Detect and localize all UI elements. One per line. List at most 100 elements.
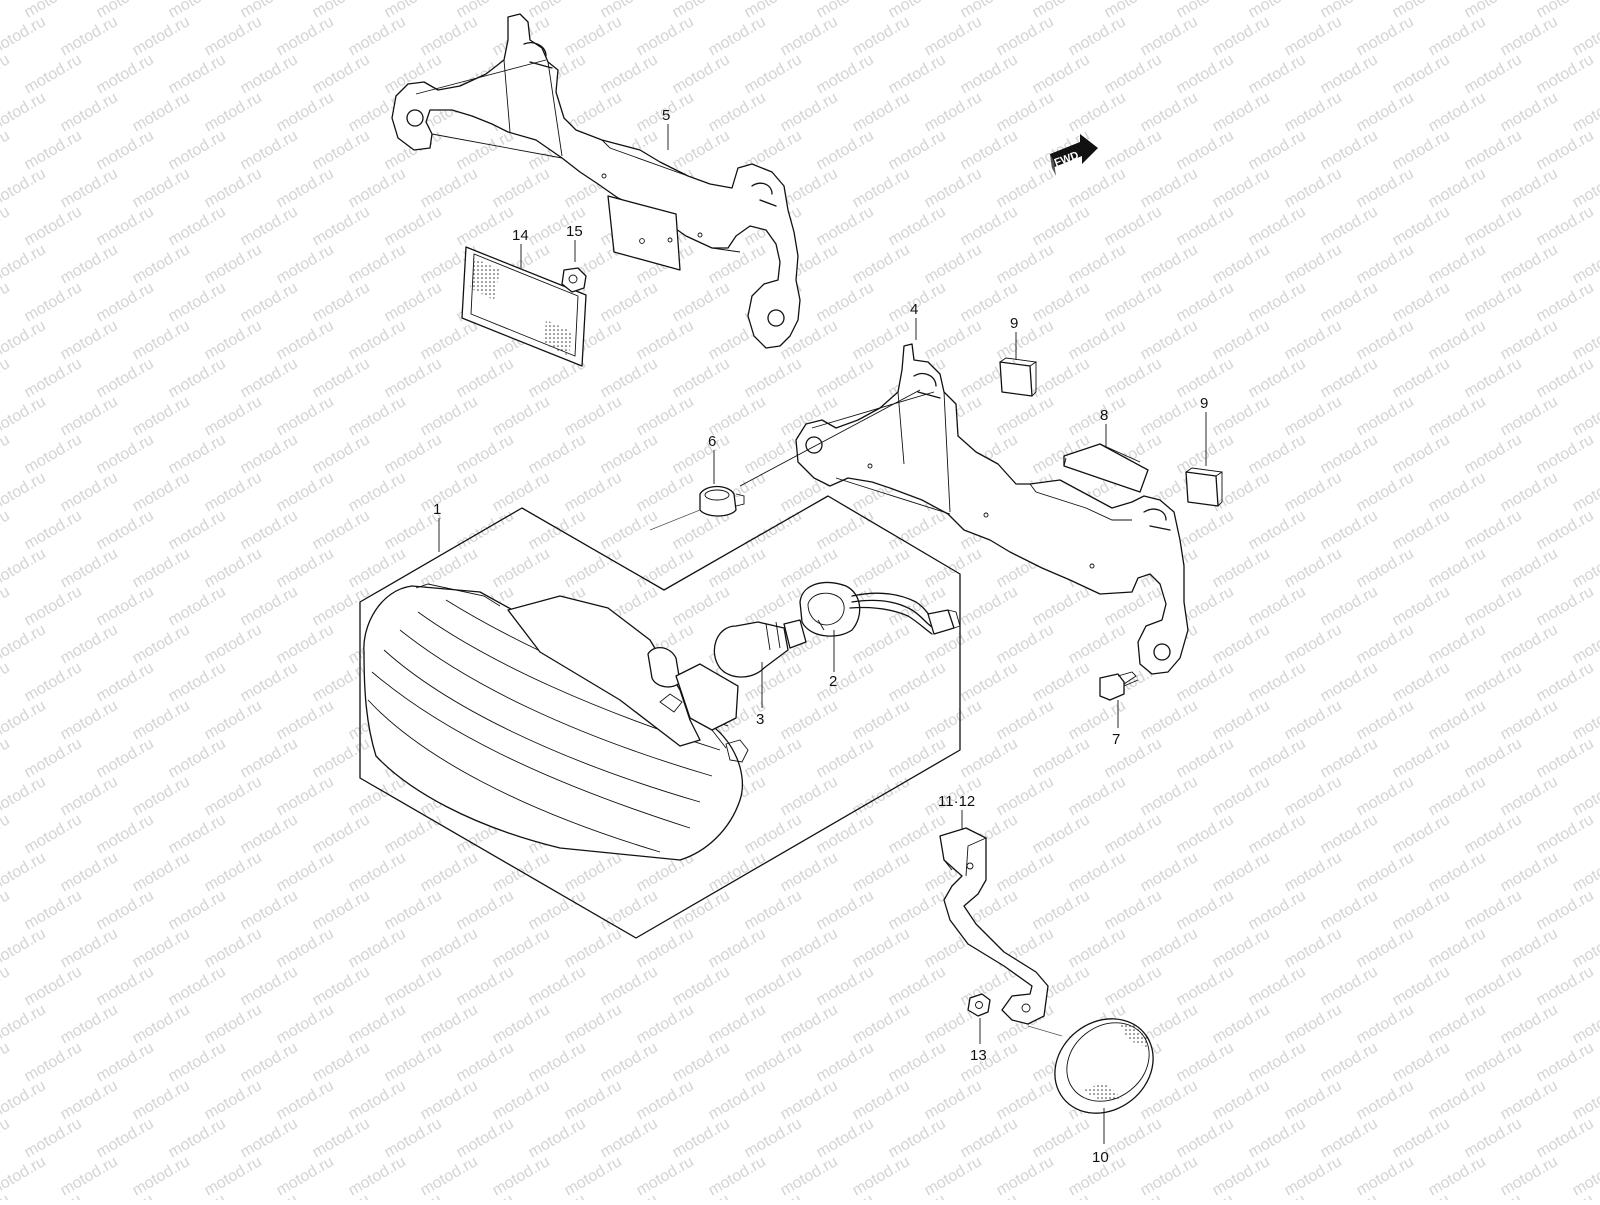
watermark-text: motod.ru [0, 1077, 49, 1123]
watermark-text: motod.ru [1246, 127, 1309, 173]
watermark-text: motod.ru [0, 0, 13, 21]
watermark-text: motod.ru [778, 1153, 841, 1199]
watermark-text: motod.ru [886, 51, 949, 97]
watermark-text: motod.ru [562, 1077, 625, 1123]
watermark-text: motod.ru [94, 1191, 157, 1200]
watermark-text: motod.ru [598, 1039, 661, 1085]
cushion-part-9-upper[interactable] [1000, 358, 1036, 396]
watermark-text: motod.ru [202, 469, 265, 515]
watermark-text: motod.ru [1282, 621, 1345, 667]
watermark-text: motod.ru [1498, 13, 1561, 59]
watermark-text: motod.ru [1174, 51, 1237, 97]
watermark-text: motod.ru [94, 583, 157, 629]
watermark-text: motod.ru [22, 659, 85, 705]
watermark-text: motod.ru [94, 811, 157, 857]
watermark-text: motod.ru [634, 925, 697, 971]
watermark-text: motod.ru [814, 887, 877, 933]
callout-9-upper: 9 [1010, 315, 1018, 332]
watermark-text: motod.ru [886, 1115, 949, 1161]
watermark-text: motod.ru [1534, 887, 1597, 933]
watermark-text: motod.ru [1030, 1115, 1093, 1161]
watermark-text: motod.ru [1246, 431, 1309, 477]
watermark-text: motod.ru [418, 849, 481, 895]
watermark-text: motod.ru [58, 13, 121, 59]
watermark-text: motod.ru [94, 431, 157, 477]
watermark-text: motod.ru [1462, 127, 1525, 173]
watermark-text: motod.ru [1246, 811, 1309, 857]
watermark-text: motod.ru [238, 431, 301, 477]
watermark-text: motod.ru [1282, 241, 1345, 287]
watermark-text: motod.ru [670, 355, 733, 401]
watermark-text: motod.ru [1210, 1077, 1273, 1123]
watermark-text: motod.ru [58, 621, 121, 667]
watermark-text: motod.ru [1498, 165, 1561, 211]
watermark-text: motod.ru [1102, 203, 1165, 249]
watermark-text: motod.ru [490, 545, 553, 591]
watermark-text: motod.ru [382, 1039, 445, 1085]
cushion-part-9-lower[interactable] [1186, 468, 1222, 506]
watermark-text: motod.ru [0, 165, 49, 211]
watermark-text: motod.ru [814, 279, 877, 325]
watermark-text: motod.ru [850, 241, 913, 287]
watermark-text: motod.ru [778, 1077, 841, 1123]
watermark-text: motod.ru [130, 697, 193, 743]
watermark-text: motod.ru [166, 355, 229, 401]
watermark-text: motod.ru [706, 1001, 769, 1047]
watermark-text: motod.ru [166, 963, 229, 1009]
watermark-text: motod.ru [562, 925, 625, 971]
watermark-text: motod.ru [1462, 659, 1525, 705]
nut-part-13[interactable] [968, 994, 990, 1016]
watermark-text: motod.ru [454, 355, 517, 401]
watermark-text: motod.ru [58, 773, 121, 819]
watermark-text: motod.ru [1318, 1039, 1381, 1085]
watermark-text: motod.ru [814, 659, 877, 705]
watermark-text: motod.ru [202, 773, 265, 819]
watermark-text: motod.ru [1498, 545, 1561, 591]
callout-10: 10 [1092, 1149, 1109, 1166]
watermark-text: motod.ru [1390, 51, 1453, 97]
watermark-text: motod.ru [1354, 925, 1417, 971]
watermark-text: motod.ru [166, 735, 229, 781]
watermark-text: motod.ru [1246, 963, 1309, 1009]
watermark-text: motod.ru [130, 1001, 193, 1047]
watermark-text: motod.ru [1498, 621, 1561, 667]
watermark-text: motod.ru [994, 1153, 1057, 1199]
watermark-text: motod.ru [1426, 773, 1489, 819]
watermark-text: motod.ru [1534, 963, 1597, 1009]
watermark-text: motod.ru [130, 925, 193, 971]
watermark-text: motod.ru [346, 1077, 409, 1123]
watermark-text: motod.ru [1318, 279, 1381, 325]
watermark-text: motod.ru [94, 659, 157, 705]
watermark-text: motod.ru [742, 51, 805, 97]
watermark-text: motod.ru [886, 1191, 949, 1200]
watermark-text: motod.ru [238, 963, 301, 1009]
watermark-text: motod.ru [1174, 431, 1237, 477]
watermark-text: motod.ru [22, 1039, 85, 1085]
watermark-text: motod.ru [1246, 583, 1309, 629]
watermark-text: motod.ru [562, 13, 625, 59]
watermark-text: motod.ru [1282, 1001, 1345, 1047]
watermark-text: motod.ru [1498, 925, 1561, 971]
watermark-text: motod.ru [382, 1191, 445, 1200]
watermark-text: motod.ru [1246, 51, 1309, 97]
reflector-bracket-part-11-12[interactable] [940, 828, 1048, 1024]
watermark-text: motod.ru [1426, 1153, 1489, 1199]
watermark-text: motod.ru [238, 1191, 301, 1200]
watermark-text: motod.ru [1030, 811, 1093, 857]
watermark-text: motod.ru [1102, 887, 1165, 933]
watermark-text: motod.ru [1462, 507, 1525, 553]
watermark-text: motod.ru [1066, 165, 1129, 211]
watermark-text: motod.ru [490, 849, 553, 895]
watermark-text: motod.ru [1462, 203, 1525, 249]
watermark-text: motod.ru [814, 1039, 877, 1085]
watermark-text: motod.ru [274, 89, 337, 135]
watermark-text: motod.ru [310, 279, 373, 325]
watermark-text: motod.ru [742, 735, 805, 781]
watermark-text: motod.ru [274, 621, 337, 667]
watermark-text: motod.ru [1282, 393, 1345, 439]
watermark-text: motod.ru [22, 279, 85, 325]
watermark-text: motod.ru [1390, 735, 1453, 781]
watermark-text: motod.ru [1318, 507, 1381, 553]
